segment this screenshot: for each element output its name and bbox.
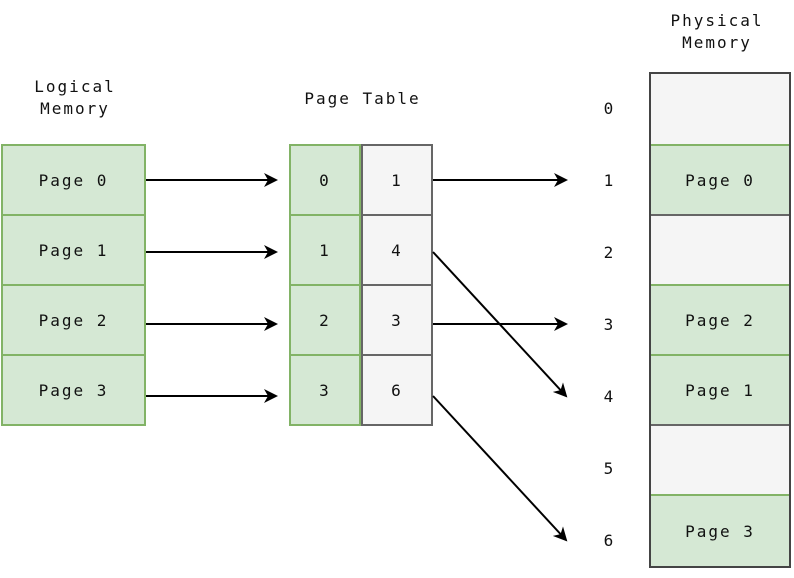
page-table-frame-cell: 4 xyxy=(361,214,433,286)
arrow-pagetable-to-frame xyxy=(432,395,568,542)
physical-memory-title: Physical Memory xyxy=(670,11,764,52)
physical-frame-row xyxy=(651,74,789,146)
frame-index-label: 3 xyxy=(603,314,615,334)
logical-page-row: Page 2 xyxy=(1,284,146,356)
arrow-pagetable-to-frame xyxy=(432,251,568,398)
page-table-page-cell: 0 xyxy=(289,144,361,216)
logical-page-row: Page 0 xyxy=(1,144,146,216)
page-table-page-cell: 2 xyxy=(289,284,361,356)
page-table-frame-cell: 1 xyxy=(361,144,433,216)
frame-index-label: 0 xyxy=(603,98,615,118)
logical-page-row: Page 3 xyxy=(1,354,146,426)
logical-memory-title: Logical Memory xyxy=(34,77,116,118)
physical-frame-row xyxy=(651,424,789,496)
page-table-page-cell: 3 xyxy=(289,354,361,426)
frame-index-label: 1 xyxy=(603,170,615,190)
physical-frame-row: Page 3 xyxy=(651,494,789,566)
frame-index-label: 6 xyxy=(603,530,615,550)
frame-index-label: 2 xyxy=(603,242,615,262)
frame-index-label: 4 xyxy=(603,386,615,406)
frame-index-label: 5 xyxy=(603,458,615,478)
page-table-frame-cell: 6 xyxy=(361,354,433,426)
physical-frame-row: Page 1 xyxy=(651,354,789,426)
page-table-frame-cell: 3 xyxy=(361,284,433,356)
logical-page-row: Page 1 xyxy=(1,214,146,286)
physical-frame-row xyxy=(651,214,789,286)
page-table-title: Page Table xyxy=(304,89,421,108)
physical-frame-row: Page 0 xyxy=(651,144,789,216)
physical-frame-row: Page 2 xyxy=(651,284,789,356)
page-table-page-cell: 1 xyxy=(289,214,361,286)
